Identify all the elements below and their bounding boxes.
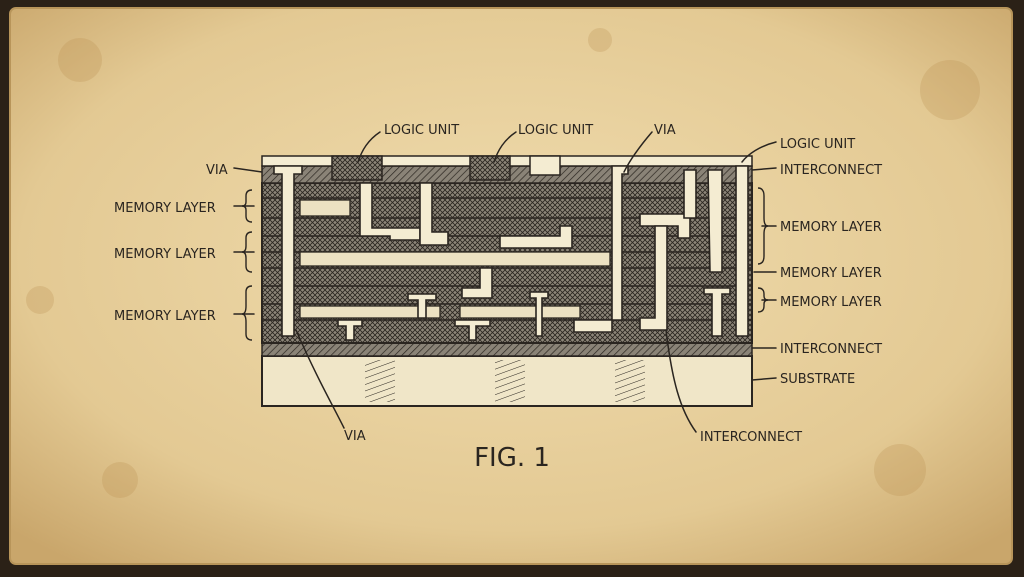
paper-stains xyxy=(26,28,980,498)
label-substrate: SUBSTRATE xyxy=(780,372,855,387)
via-paths xyxy=(273,165,749,341)
label-memory-layer-right-2: MEMORY LAYER xyxy=(780,266,882,281)
label-interconnect-mid: INTERCONNECT xyxy=(780,342,882,357)
label-via-top-mid: VIA xyxy=(654,123,676,138)
leader-lines xyxy=(233,131,777,433)
logic-unit-block-1 xyxy=(331,155,383,181)
label-memory-layer-left-2: MEMORY LAYER xyxy=(114,247,216,262)
label-memory-layer-right-1: MEMORY LAYER xyxy=(780,220,882,235)
label-memory-layer-left-1: MEMORY LAYER xyxy=(114,201,216,216)
label-memory-layer-left-3: MEMORY LAYER xyxy=(114,309,216,324)
label-interconnect-top: INTERCONNECT xyxy=(780,163,882,178)
label-via-top-left: VIA xyxy=(206,163,228,178)
logic-unit-block-3 xyxy=(529,155,561,176)
logic-unit-block-2 xyxy=(469,155,511,181)
label-interconnect-bottom: INTERCONNECT xyxy=(700,430,802,445)
interconnect-bottom-layer xyxy=(261,342,753,357)
label-memory-layer-right-3: MEMORY LAYER xyxy=(780,295,882,310)
label-logic-unit-1: LOGIC UNIT xyxy=(384,123,459,138)
label-logic-unit-3: LOGIC UNIT xyxy=(780,137,855,152)
label-logic-unit-2: LOGIC UNIT xyxy=(518,123,593,138)
label-via-bottom: VIA xyxy=(344,429,366,444)
braces xyxy=(241,187,769,341)
chip-cross-section xyxy=(261,155,753,407)
figure-caption: FIG. 1 xyxy=(474,443,550,473)
